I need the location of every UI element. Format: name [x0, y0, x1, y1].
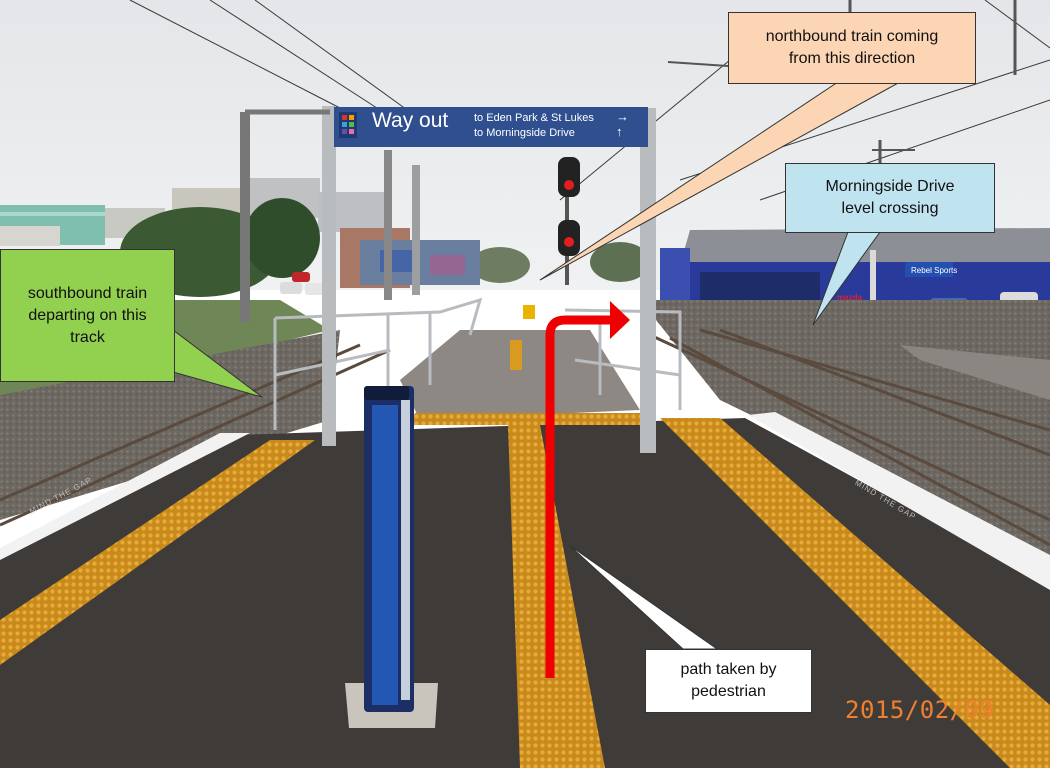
- way-out-sign-board: [334, 107, 648, 147]
- northbound-callout: northbound train coming from this direct…: [728, 12, 976, 84]
- left-ballast: [0, 330, 340, 520]
- rail-signal: [558, 157, 580, 285]
- up-arrow-icon: ↑: [616, 124, 623, 139]
- pedestrian-path-callout: path taken by pedestrian: [645, 649, 812, 713]
- blue-warehouse: [660, 228, 1050, 304]
- ramp: [400, 330, 640, 420]
- southbound-callout: southbound train departing on this track: [0, 249, 175, 382]
- callout-tails: [172, 81, 901, 650]
- platform-edge-right: [748, 412, 1050, 590]
- transit-logo: [339, 112, 357, 138]
- ticket-validator-post: [345, 386, 438, 728]
- way-out-sign-destination-2: to Morningside Drive: [474, 127, 575, 139]
- pedestrian-route-arrow: [545, 301, 630, 678]
- way-out-sign-title: Way out: [372, 109, 449, 132]
- way-out-sign-destination-1: to Eden Park & St Lukes: [474, 112, 594, 124]
- tactile-guide-path: [508, 425, 605, 768]
- platform-edge-left: [0, 433, 250, 560]
- store-sign: Rebel Sports: [911, 266, 958, 275]
- date-stamp: 2015/02/09: [845, 696, 995, 724]
- level-crossing-callout: Morningside Drive level crossing: [785, 163, 995, 233]
- right-arrow-icon: →: [616, 109, 629, 124]
- tactile-strip-left: [0, 440, 315, 665]
- sign-gantry: [240, 106, 656, 453]
- tactile-strip-right: [660, 418, 1050, 768]
- brand-sign: mazda: [837, 293, 862, 302]
